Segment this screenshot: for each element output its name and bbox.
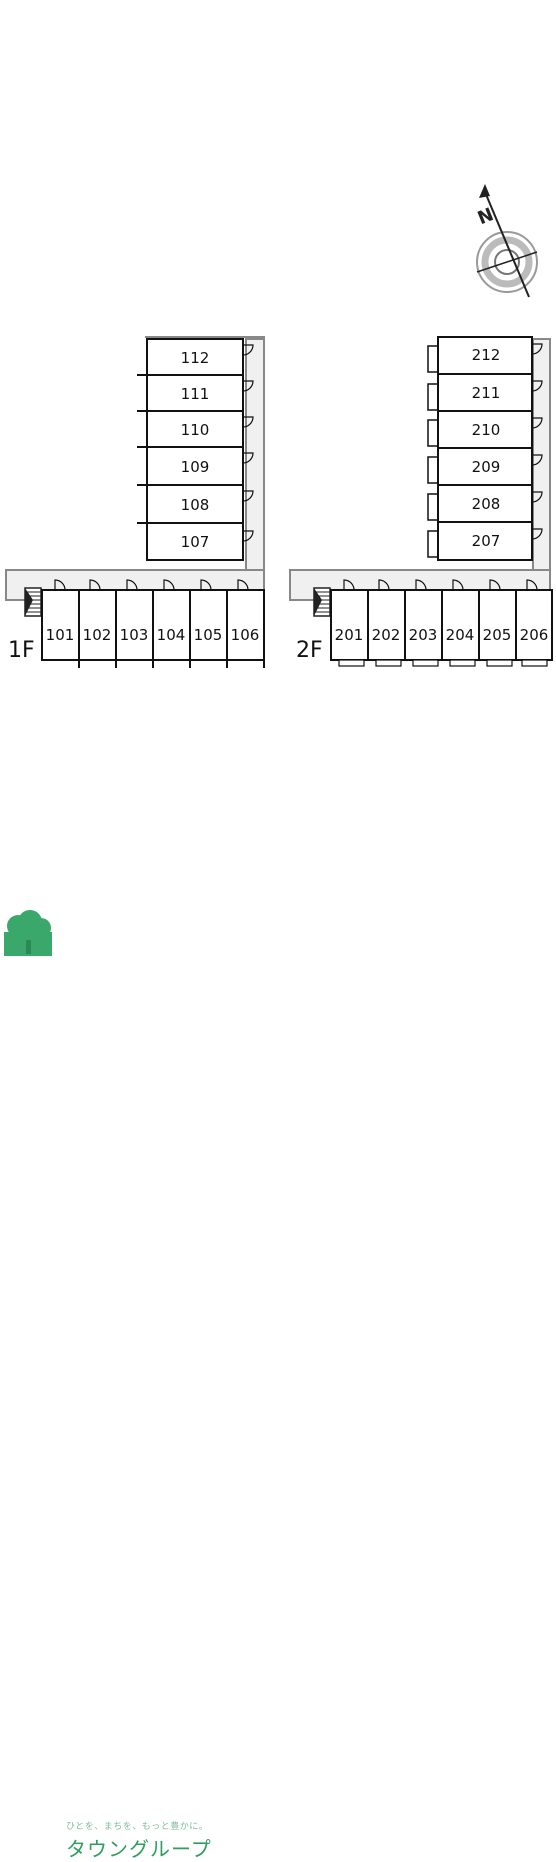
balcony: [375, 659, 402, 667]
door-icon: [242, 416, 254, 428]
stair-icon: [24, 587, 42, 617]
unit-102: 102: [78, 579, 117, 668]
unit-206: 206: [515, 579, 553, 667]
unit-204: 204: [441, 579, 480, 667]
door-icon: [415, 579, 427, 591]
door-icon: [526, 579, 538, 591]
unit-label: 212: [472, 346, 501, 364]
town-group-logo-icon: [0, 910, 56, 960]
door-icon: [489, 579, 501, 591]
balcony: [449, 659, 476, 667]
door-icon: [242, 530, 254, 542]
unit-label: 206: [520, 626, 549, 644]
door-icon: [343, 579, 355, 591]
door-icon: [531, 491, 543, 503]
floor-label: 2F: [296, 638, 323, 663]
unit-112: 112: [137, 338, 254, 376]
unit-211: 211: [437, 373, 543, 412]
unit-label: 110: [181, 421, 210, 439]
unit-label: 208: [472, 495, 501, 513]
balcony: [412, 659, 439, 667]
door-icon: [242, 452, 254, 464]
balcony: [486, 659, 513, 667]
unit-108: 108: [137, 484, 254, 524]
unit-label: 210: [472, 421, 501, 439]
unit-label: 111: [181, 385, 210, 403]
unit-label: 207: [472, 532, 501, 550]
unit-210: 210: [437, 410, 543, 449]
unit-label: 101: [46, 626, 75, 644]
balcony: [338, 659, 365, 667]
unit-label: 106: [231, 626, 260, 644]
door-icon: [237, 579, 249, 591]
unit-104: 104: [152, 579, 191, 668]
unit-202: 202: [367, 579, 406, 667]
unit-212: 212: [437, 336, 543, 375]
unit-103: 103: [115, 579, 154, 668]
unit-203: 203: [404, 579, 443, 667]
unit-label: 112: [181, 349, 210, 367]
stair-icon: [313, 587, 331, 617]
unit-208: 208: [437, 484, 543, 523]
door-icon: [200, 579, 212, 591]
unit-label: 201: [335, 626, 364, 644]
floor-label: 1F: [8, 638, 35, 663]
unit-207: 207: [437, 521, 543, 561]
door-icon: [242, 490, 254, 502]
floor-plan-canvas: 112 111 110 109 108 10: [5, 184, 553, 668]
door-icon: [531, 528, 543, 540]
door-icon: [126, 579, 138, 591]
unit-label: 203: [409, 626, 438, 644]
unit-101: 101: [41, 579, 80, 668]
unit-label: 202: [372, 626, 401, 644]
balcony-2f-tower: [427, 345, 439, 558]
unit-110: 110: [137, 410, 254, 448]
balcony: [521, 659, 548, 667]
door-icon: [242, 344, 254, 356]
unit-107: 107: [146, 522, 254, 561]
unit-106: 106: [226, 579, 265, 668]
brand-tagline: ひとを、まちを、もっと豊かに。: [66, 1822, 209, 1832]
unit-209: 209: [437, 447, 543, 486]
unit-111: 111: [137, 374, 254, 412]
door-icon: [89, 579, 101, 591]
unit-label: 209: [472, 458, 501, 476]
brand-name: タウングループ: [66, 1837, 212, 1861]
unit-201: 201: [330, 579, 369, 667]
door-icon: [531, 454, 543, 466]
compass-north-label: N: [475, 204, 497, 229]
door-icon: [54, 579, 66, 591]
unit-label: 105: [194, 626, 223, 644]
corridor-1f: [245, 338, 265, 580]
unit-205: 205: [478, 579, 517, 667]
brand-footer: TOWN GROUP ひとを、まちを、もっと豊かに。 タウングループ: [0, 905, 300, 1861]
unit-label: 204: [446, 626, 475, 644]
unit-105: 105: [189, 579, 228, 668]
door-icon: [452, 579, 464, 591]
door-icon: [163, 579, 175, 591]
unit-label: 108: [181, 496, 210, 514]
door-icon: [531, 343, 543, 355]
floor-1f: 112 111 110 109 108 10: [5, 336, 265, 668]
unit-label: 102: [83, 626, 112, 644]
door-icon: [242, 380, 254, 392]
unit-label: 211: [472, 384, 501, 402]
unit-label: 109: [181, 458, 210, 476]
unit-label: 104: [157, 626, 186, 644]
unit-label: 107: [181, 533, 210, 551]
north-arrow-compass-icon: N: [475, 184, 538, 298]
unit-109: 109: [137, 446, 254, 486]
logo-subtext: TOWN GROUP: [6, 1852, 42, 1858]
door-icon: [531, 417, 543, 429]
unit-label: 205: [483, 626, 512, 644]
door-icon: [378, 579, 390, 591]
floor-2f: 212 211 210 209 208 207: [289, 336, 553, 667]
unit-label: 103: [120, 626, 149, 644]
door-icon: [531, 380, 543, 392]
